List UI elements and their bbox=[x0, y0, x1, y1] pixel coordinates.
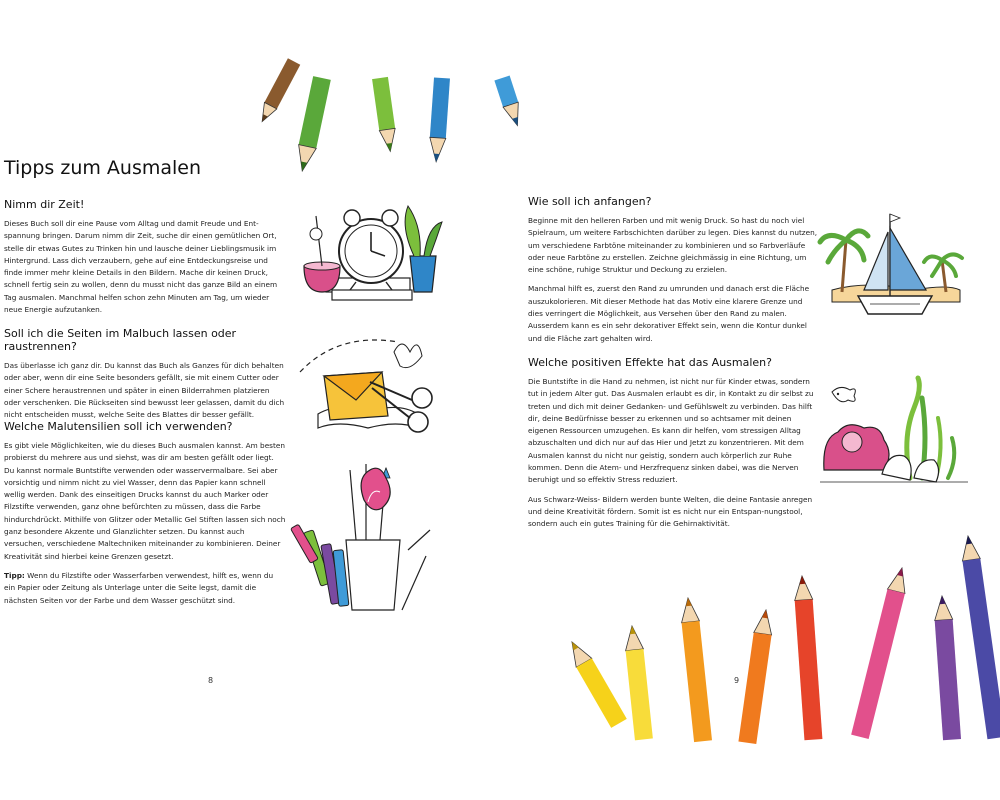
section-paragraph: Die Buntstifte in die Hand zu nehmen, is… bbox=[528, 377, 814, 485]
pencil-green bbox=[298, 76, 331, 173]
pencil-red bbox=[794, 574, 823, 741]
art-supplies-cup-illustration bbox=[290, 464, 431, 611]
section-heading: Nimm dir Zeit! bbox=[4, 198, 85, 211]
pencil-orange-2 bbox=[738, 608, 773, 744]
pencil-blue bbox=[429, 77, 450, 164]
section-take-your-time: Nimm dir Zeit! Dieses Buch soll dir eine… bbox=[4, 198, 286, 323]
pencil-pink bbox=[851, 566, 906, 740]
clock-teacup-illustration bbox=[303, 204, 443, 301]
coral-seaweed-illustration bbox=[820, 375, 968, 483]
section-paragraph: Das überlasse ich ganz dir. Du kannst da… bbox=[4, 361, 285, 420]
page-number-left: 8 bbox=[208, 676, 214, 685]
section-paragraph: Aus Schwarz-Weiss- Bildern werden bunte … bbox=[528, 494, 813, 529]
pencil-yellow bbox=[571, 641, 627, 728]
pencil-yellow-2 bbox=[625, 624, 653, 741]
section-heading: Soll ich die Seiten im Malbuch lassen od… bbox=[4, 327, 237, 353]
section-painting-supplies: Welche Malutensilien soll ich verwenden?… bbox=[4, 420, 286, 614]
section-heading: Welche Malutensilien soll ich verwenden? bbox=[4, 420, 233, 433]
tip-paragraph: Tipp: Wenn du Filzstifte oder Wasserfarb… bbox=[4, 570, 286, 607]
sailboat-island-illustration bbox=[817, 213, 964, 315]
pencil-navy bbox=[961, 534, 1000, 740]
pencil-brown bbox=[261, 58, 301, 123]
pencil-purple bbox=[934, 594, 962, 741]
bottom-pencils-illustration bbox=[571, 534, 1000, 744]
section-paragraph: Manchmal hilft es, zuerst den Rand zu um… bbox=[528, 284, 810, 343]
section-paragraph: Beginne mit den helleren Farben und mit … bbox=[528, 216, 818, 275]
page-title: Tipps zum Ausmalen bbox=[4, 157, 202, 179]
section-how-to-start: Wie soll ich anfangen? Beginne mit den h… bbox=[528, 195, 818, 352]
right-page: Wie soll ich anfangen? Beginne mit den h… bbox=[500, 0, 1000, 800]
envelope-scissors-illustration bbox=[299, 339, 433, 433]
section-heading: Wie soll ich anfangen? bbox=[528, 195, 652, 208]
left-page: Tipps zum Ausmalen Nimm dir Zeit! Dieses… bbox=[4, 58, 519, 685]
top-pencils-illustration bbox=[261, 58, 519, 173]
pencil-orange bbox=[681, 596, 713, 743]
section-paragraph: Es gibt viele Möglichkeiten, wie du dies… bbox=[4, 441, 286, 561]
pencil-lightgreen bbox=[372, 76, 396, 153]
section-positive-effects: Welche positiven Effekte hat das Ausmale… bbox=[528, 356, 818, 538]
section-keep-or-remove-pages: Soll ich die Seiten im Malbuch lassen od… bbox=[4, 327, 286, 428]
section-heading: Welche positiven Effekte hat das Ausmale… bbox=[528, 356, 772, 369]
section-paragraph: Dieses Buch soll dir eine Pause vom Allt… bbox=[4, 219, 278, 315]
tip-label: Tipp: bbox=[4, 570, 25, 580]
tip-text: Wenn du Filzstifte oder Wasserfarben ver… bbox=[4, 570, 274, 605]
page-number-right: 9 bbox=[734, 676, 740, 685]
pencil-lightblue bbox=[494, 75, 519, 127]
